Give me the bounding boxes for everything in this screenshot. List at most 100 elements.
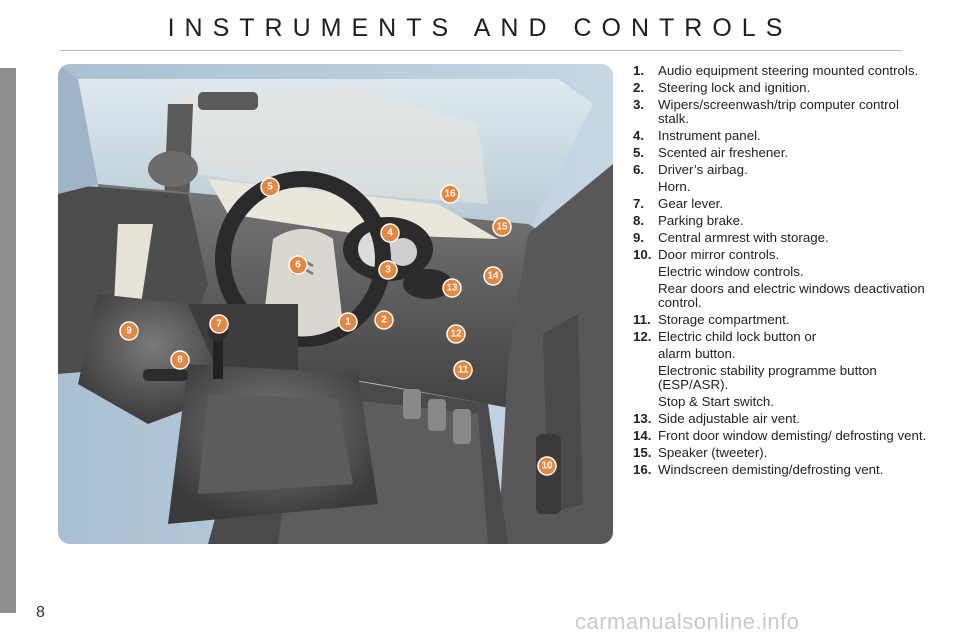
svg-text:12: 12: [450, 329, 462, 340]
legend-item-text: Scented air freshener.: [658, 146, 933, 160]
legend-item: 4.Instrument panel.: [633, 129, 933, 143]
svg-text:13: 13: [446, 283, 458, 294]
legend-item-text: Door mirror controls.: [658, 248, 933, 262]
legend-item: 14.Front door window demisting/ defrosti…: [633, 429, 933, 443]
watermark: carmanualsonline.info: [575, 609, 800, 635]
legend-item-text: Central armrest with storage.: [658, 231, 933, 245]
car-interior-illustration: 1 2 3 4 5 6 7 8 9 10 11 12 13 14 15 16: [58, 64, 613, 544]
svg-text:2: 2: [381, 315, 387, 326]
callout-14: 14: [484, 267, 502, 285]
legend-item-description: Speaker (tweeter).: [658, 446, 933, 460]
callout-10: 10: [538, 457, 556, 475]
legend-item-text: Horn.: [658, 180, 933, 194]
legend-item-text: alarm button.: [658, 347, 933, 361]
legend-item: 7.Gear lever.: [633, 197, 933, 211]
legend-item-description: Storage compartment.: [658, 313, 933, 327]
legend-item-text: Parking brake.: [658, 214, 933, 228]
legend-item-text: Gear lever.: [658, 197, 933, 211]
svg-text:16: 16: [444, 189, 456, 200]
legend-item-text: Speaker (tweeter).: [658, 446, 933, 460]
legend-item: 16.Windscreen demisting/defrosting vent.: [633, 463, 933, 477]
legend-item-number: 9.: [633, 231, 658, 245]
svg-text:5: 5: [267, 182, 273, 193]
legend-item-text: Front door window demisting/ defrosting …: [658, 429, 933, 443]
page-title: INSTRUMENTS AND CONTROLS: [60, 14, 900, 43]
legend-item: 11.Storage compartment.: [633, 313, 933, 327]
callout-3: 3: [379, 261, 397, 279]
legend-item-description: Door mirror controls. Electric window con…: [658, 248, 933, 310]
legend-item-text: Steering lock and ignition.: [658, 81, 933, 95]
svg-text:8: 8: [177, 355, 183, 366]
svg-text:14: 14: [487, 271, 499, 282]
legend-item-text: Electronic stability programme button (E…: [658, 364, 933, 392]
legend-item-text: Electric window controls.: [658, 265, 933, 279]
svg-text:15: 15: [496, 222, 508, 233]
legend-item-number: 2.: [633, 81, 658, 95]
callout-15: 15: [493, 218, 511, 236]
legend-item-text: Rear doors and electric windows deactiva…: [658, 282, 933, 310]
legend-item: 2.Steering lock and ignition.: [633, 81, 933, 95]
svg-text:9: 9: [126, 326, 132, 337]
callout-8: 8: [171, 351, 189, 369]
legend-item-text: Electric child lock button or: [658, 330, 933, 344]
legend-item-number: 10.: [633, 248, 658, 310]
chapter-side-tab: [0, 68, 16, 613]
legend-item-description: Side adjustable air vent.: [658, 412, 933, 426]
callout-4: 4: [381, 224, 399, 242]
legend-item-number: 6.: [633, 163, 658, 194]
legend-item-number: 15.: [633, 446, 658, 460]
callout-5: 5: [261, 178, 279, 196]
legend-item-description: Audio equipment steering mounted control…: [658, 64, 933, 78]
legend-item-text: Stop & Start switch.: [658, 395, 933, 409]
legend-item-description: Electric child lock button or alarm butto…: [658, 330, 933, 409]
legend-item-number: 8.: [633, 214, 658, 228]
legend-item: 6.Driver’s airbag. Horn.: [633, 163, 933, 194]
svg-text:7: 7: [216, 319, 222, 330]
legend-item-text: Instrument panel.: [658, 129, 933, 143]
legend-item-text: Side adjustable air vent.: [658, 412, 933, 426]
svg-text:10: 10: [541, 461, 553, 472]
legend-item-number: 7.: [633, 197, 658, 211]
legend-item-description: Wipers/screenwash/trip computer control …: [658, 98, 933, 126]
svg-text:6: 6: [295, 260, 301, 271]
legend-item-text: Driver’s airbag.: [658, 163, 933, 177]
callout-13: 13: [443, 279, 461, 297]
svg-text:11: 11: [458, 365, 469, 376]
callout-1: 1: [339, 313, 357, 331]
legend-item-number: 13.: [633, 412, 658, 426]
legend-item: 3.Wipers/screenwash/trip computer contro…: [633, 98, 933, 126]
legend-item: 15.Speaker (tweeter).: [633, 446, 933, 460]
callout-7: 7: [210, 315, 228, 333]
legend-item-number: 16.: [633, 463, 658, 477]
legend-item-text: Wipers/screenwash/trip computer control …: [658, 98, 933, 126]
legend-item-description: Instrument panel.: [658, 129, 933, 143]
title-divider: [60, 50, 902, 51]
legend-item: 1.Audio equipment steering mounted contr…: [633, 64, 933, 78]
legend-item-description: Steering lock and ignition.: [658, 81, 933, 95]
svg-text:1: 1: [345, 317, 351, 328]
legend-item-description: Windscreen demisting/defrosting vent.: [658, 463, 933, 477]
svg-text:3: 3: [385, 265, 391, 276]
controls-legend: 1.Audio equipment steering mounted contr…: [633, 64, 933, 480]
callout-9: 9: [120, 322, 138, 340]
callout-11: 11: [454, 361, 472, 379]
svg-text:4: 4: [387, 228, 393, 239]
legend-item-number: 4.: [633, 129, 658, 143]
legend-item: 8.Parking brake.: [633, 214, 933, 228]
car-interior-drawing: 1 2 3 4 5 6 7 8 9 10 11 12 13 14 15 16: [58, 64, 613, 544]
legend-item: 9.Central armrest with storage.: [633, 231, 933, 245]
callout-2: 2: [375, 311, 393, 329]
page-number: 8: [36, 604, 45, 622]
legend-item-description: Front door window demisting/ defrosting …: [658, 429, 933, 443]
legend-item-description: Parking brake.: [658, 214, 933, 228]
legend-item-description: Gear lever.: [658, 197, 933, 211]
legend-item: 10.Door mirror controls. Electric window …: [633, 248, 933, 310]
legend-item-number: 11.: [633, 313, 658, 327]
legend-item: 13.Side adjustable air vent.: [633, 412, 933, 426]
callout-16: 16: [441, 185, 459, 203]
callout-12: 12: [447, 325, 465, 343]
legend-item-description: Driver’s airbag. Horn.: [658, 163, 933, 194]
legend-item-number: 5.: [633, 146, 658, 160]
legend-item-description: Central armrest with storage.: [658, 231, 933, 245]
